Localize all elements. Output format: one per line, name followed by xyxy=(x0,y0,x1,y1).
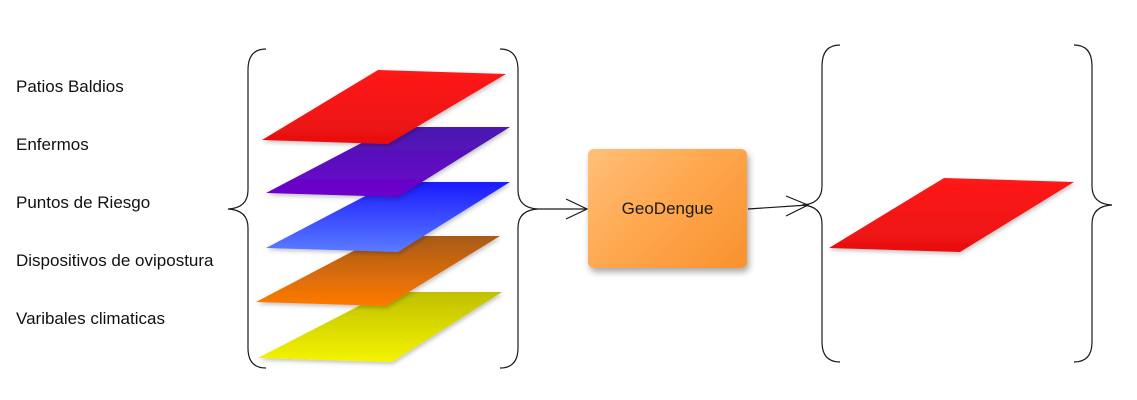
right-brace-open xyxy=(801,44,841,363)
output-layer xyxy=(829,178,1074,252)
layer-label-patios-baldios: Patios Baldios xyxy=(16,77,124,96)
layer-puntos-de-riesgo xyxy=(266,182,510,252)
layer-label-dispositivos-ovipostura: Dispositivos de ovipostura xyxy=(16,251,214,270)
layer-label-puntos-de-riesgo: Puntos de Riesgo xyxy=(16,193,151,212)
right-brace-close xyxy=(1073,44,1113,363)
arrow-output-head xyxy=(785,195,810,217)
arrow-output-line xyxy=(747,204,809,210)
layer-patios-baldios xyxy=(262,70,506,144)
process-label: GeoDengue xyxy=(621,198,714,218)
layer-variables-climaticas xyxy=(258,292,502,362)
arrow-input-head xyxy=(565,198,589,220)
left-brace-close xyxy=(499,48,539,369)
layer-label-enfermos: Enfermos xyxy=(16,135,89,154)
layer-dispositivos-ovipostura xyxy=(256,236,500,306)
left-brace-open xyxy=(227,48,267,369)
layer-label-variables-climaticas: Varibales climaticas xyxy=(16,309,165,328)
layer-enfermos xyxy=(266,127,510,197)
geodengue-process-box: GeoDengue xyxy=(588,149,747,268)
